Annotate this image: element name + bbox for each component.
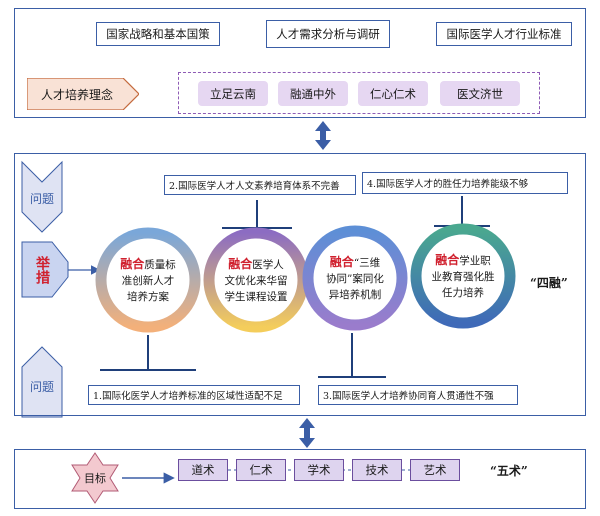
five-skills-label: “五术” [490,464,528,478]
concept-label-shape: 人才培养理念 [26,77,140,111]
chevron-problem-top [21,160,63,233]
ring-4-highlight: 融合 [435,253,460,267]
ring-4-line-3: 任力培养 [442,287,484,299]
ring-3 [302,225,408,331]
ring-1-line-2: 准创新人才 [121,275,175,287]
chevron-problem-bottom [21,346,63,418]
side-label-problem-top: 问题 [29,191,54,206]
standard-box: 国际医学人才行业标准 [436,22,572,46]
ring-text-1: 融合质量标 准创新人才 培养方案 [108,256,188,305]
side-label-measure: 举措 [34,256,50,284]
ring-3-line-1: “三维 [353,257,381,269]
ring-1-line-1: 质量标 [144,259,176,271]
concept-label: 人才培养理念 [40,87,113,102]
concepts-group [178,72,540,114]
ring-4 [410,223,516,329]
skill-tag-3: 学术 [294,459,344,481]
ring-1 [95,227,201,333]
middle-panel [14,153,586,416]
issue-4: 4.国际医学人才的胜任力培养能级不够 [362,172,568,194]
double-arrow-bottom [299,418,315,448]
ring-3-line-3: 异培养机制 [328,289,382,301]
skill-tag-1: 道术 [178,459,228,481]
strategy-box: 国家战略和基本国策 [96,22,220,46]
skill-tag-4: 技术 [352,459,402,481]
ring-1-highlight: 融合 [120,257,145,271]
ring-3-line-2: 协同”案同化 [326,273,384,285]
ring-3-highlight: 融合 [329,255,354,269]
side-label-problem-bottom: 问题 [29,379,54,394]
skill-tag-5: 艺术 [410,459,460,481]
ring-text-2: 融合医学人 文优化来华留 学生课程设置 [216,256,296,305]
ring-4-line-2: 业教育强化胜 [431,271,495,283]
issue-2: 2.国际医学人才人文素养培育体系不完善 [164,175,356,195]
bottom-panel [14,449,586,509]
analysis-box: 人才需求分析与调研 [266,20,390,48]
ring-4-line-1: 学业职 [459,255,491,267]
ring-2-highlight: 融合 [228,257,253,271]
concept-pill-2: 融通中外 [278,81,348,106]
skill-tag-2: 仁术 [236,459,286,481]
issue-3: 3.国际医学人才培养协同育人贯通性不强 [318,385,518,405]
goal-label: 目标 [84,472,106,485]
ring-text-3: 融合“三维 协同”案同化 异培养机制 [315,254,395,303]
ring-2-line-1: 医学人 [252,259,284,271]
issue-1: 1.国际化医学人才培养标准的区域性适配不足 [88,385,300,405]
ring-2-line-3: 学生课程设置 [224,291,288,303]
ring-text-4: 融合学业职 业教育强化胜 任力培养 [423,252,503,301]
concept-pill-4: 医文济世 [440,81,520,106]
concept-pill-3: 仁心仁术 [358,81,428,106]
double-arrow-top [315,121,331,150]
concept-pill-1: 立足云南 [198,81,268,106]
ring-2-line-2: 文优化来华留 [224,275,288,287]
ring-1-line-3: 培养方案 [127,291,169,303]
goal-star [71,452,119,504]
four-fusion-label: “四融” [530,276,568,290]
chevron-measure [21,241,69,298]
